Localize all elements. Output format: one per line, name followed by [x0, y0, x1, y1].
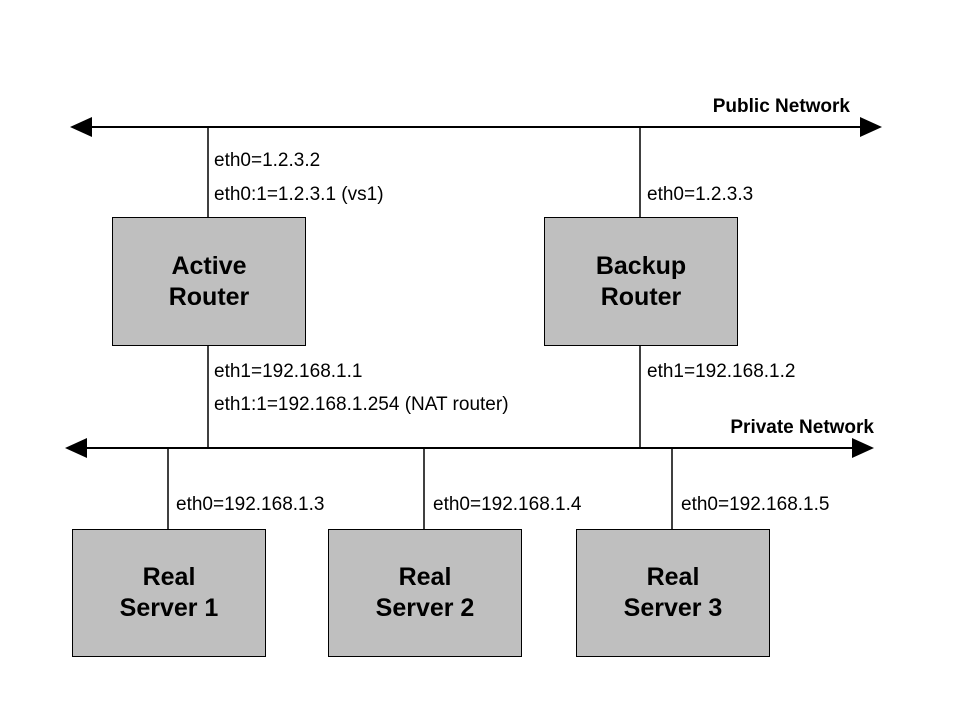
active-router-label-line2: Router: [168, 282, 250, 311]
real-server-3-label-line2: Server 3: [623, 594, 723, 622]
node-real-server-1[interactable]: Real Server 1: [72, 529, 266, 657]
backup-router-label-line1: Backup: [595, 251, 687, 280]
private-bus-left-arrowhead: [65, 438, 87, 458]
backup-router-private-primary-label: eth1=192.168.1.2: [647, 361, 796, 382]
backup-router-public-primary-label: eth0=1.2.3.3: [647, 184, 754, 205]
active-router-public-primary-label: eth0=1.2.3.2: [214, 150, 321, 171]
node-real-server-3[interactable]: Real Server 3: [576, 529, 770, 657]
real-server-1-label-line2: Server 1: [119, 594, 219, 622]
active-router-public-alias-label: eth0:1=1.2.3.1 (vs1): [214, 184, 384, 205]
real-server-3-label-line1: Real: [646, 563, 700, 591]
real-server-2-label-line1: Real: [398, 563, 452, 591]
public-network-label: Public Network: [712, 96, 850, 117]
private-bus-right-arrowhead: [852, 438, 874, 458]
node-backup-router[interactable]: Backup Router: [544, 217, 738, 346]
node-real-server-2[interactable]: Real Server 2: [328, 529, 522, 657]
public-bus-right-arrowhead: [860, 117, 882, 137]
real-server-1-label-line1: Real: [142, 563, 196, 591]
active-router-private-alias-label: eth1:1=192.168.1.254 (NAT router): [214, 394, 509, 415]
real-server-3-interface-label: eth0=192.168.1.5: [681, 494, 830, 515]
private-network-label: Private Network: [730, 417, 874, 438]
real-server-1-interface-label: eth0=192.168.1.3: [176, 494, 325, 515]
active-router-label-line1: Active: [171, 251, 247, 280]
private-network-bus: [65, 438, 874, 458]
public-bus-left-arrowhead: [70, 117, 92, 137]
node-active-router[interactable]: Active Router: [112, 217, 306, 346]
backup-router-label-line2: Router: [600, 282, 682, 311]
public-network-bus: [70, 117, 882, 137]
active-router-private-primary-label: eth1=192.168.1.1: [214, 361, 363, 382]
real-server-2-label-line2: Server 2: [375, 594, 475, 622]
real-server-2-interface-label: eth0=192.168.1.4: [433, 494, 582, 515]
